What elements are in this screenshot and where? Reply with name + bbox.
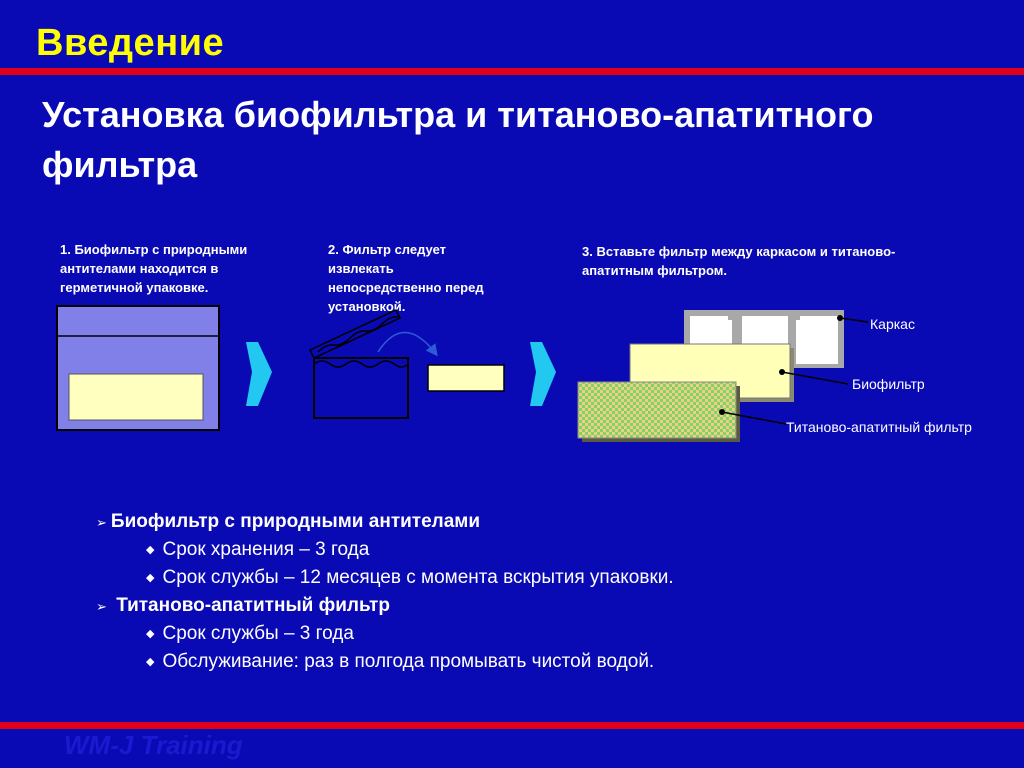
bullet-biofilter: ➢Биофильтр с природными антителами xyxy=(96,511,481,532)
top-red-divider xyxy=(0,68,1024,75)
step-arrow-1 xyxy=(246,342,272,406)
diamond-bullet-icon: ◆ xyxy=(146,572,155,584)
footer-watermark: WM-J Training xyxy=(64,730,243,760)
callout-biofilter: Биофильтр xyxy=(852,376,925,392)
step-3-text: 3. Вставьте фильтр между каркасом и тита… xyxy=(582,244,896,278)
diamond-bullet-icon: ◆ xyxy=(146,656,155,668)
opened-package-graphic xyxy=(308,309,505,419)
step-1-text: 1. Биофильтр с природными антителами нах… xyxy=(60,242,248,295)
diamond-bullet-icon: ◆ xyxy=(146,544,155,556)
bullet-list: ➢Биофильтр с природными антителами ◆Срок… xyxy=(96,508,996,676)
step-2-text: 2. Фильтр следует извлекать непосредстве… xyxy=(328,242,484,314)
sealed-package-graphic xyxy=(56,305,220,431)
diamond-bullet-icon: ◆ xyxy=(146,628,155,640)
step-arrow-2 xyxy=(530,342,556,406)
bullet-biofilter-service: ◆Срок службы – 12 месяцев с момента вскр… xyxy=(146,567,674,588)
arrow-bullet-icon: ➢ xyxy=(96,599,107,614)
bullet-biofilter-storage: ◆Срок хранения – 3 года xyxy=(146,539,370,560)
arrow-bullet-icon: ➢ xyxy=(96,515,107,530)
titanium-filter-graphic xyxy=(577,381,740,442)
bullet-titanium-service: ◆Срок службы – 3 года xyxy=(146,623,354,644)
section-title: Введение xyxy=(36,22,225,64)
callout-frame: Каркас xyxy=(870,316,915,332)
main-title: Установка биофильтра и титаново-апатитно… xyxy=(42,94,874,185)
bottom-red-divider xyxy=(0,722,1024,729)
bullet-titanium: ➢ Титаново-апатитный фильтр xyxy=(96,595,390,616)
bullet-titanium-maintenance: ◆Обслуживание: раз в полгода промывать ч… xyxy=(146,651,655,672)
callout-titanium-filter: Титаново-апатитный фильтр xyxy=(786,419,972,435)
